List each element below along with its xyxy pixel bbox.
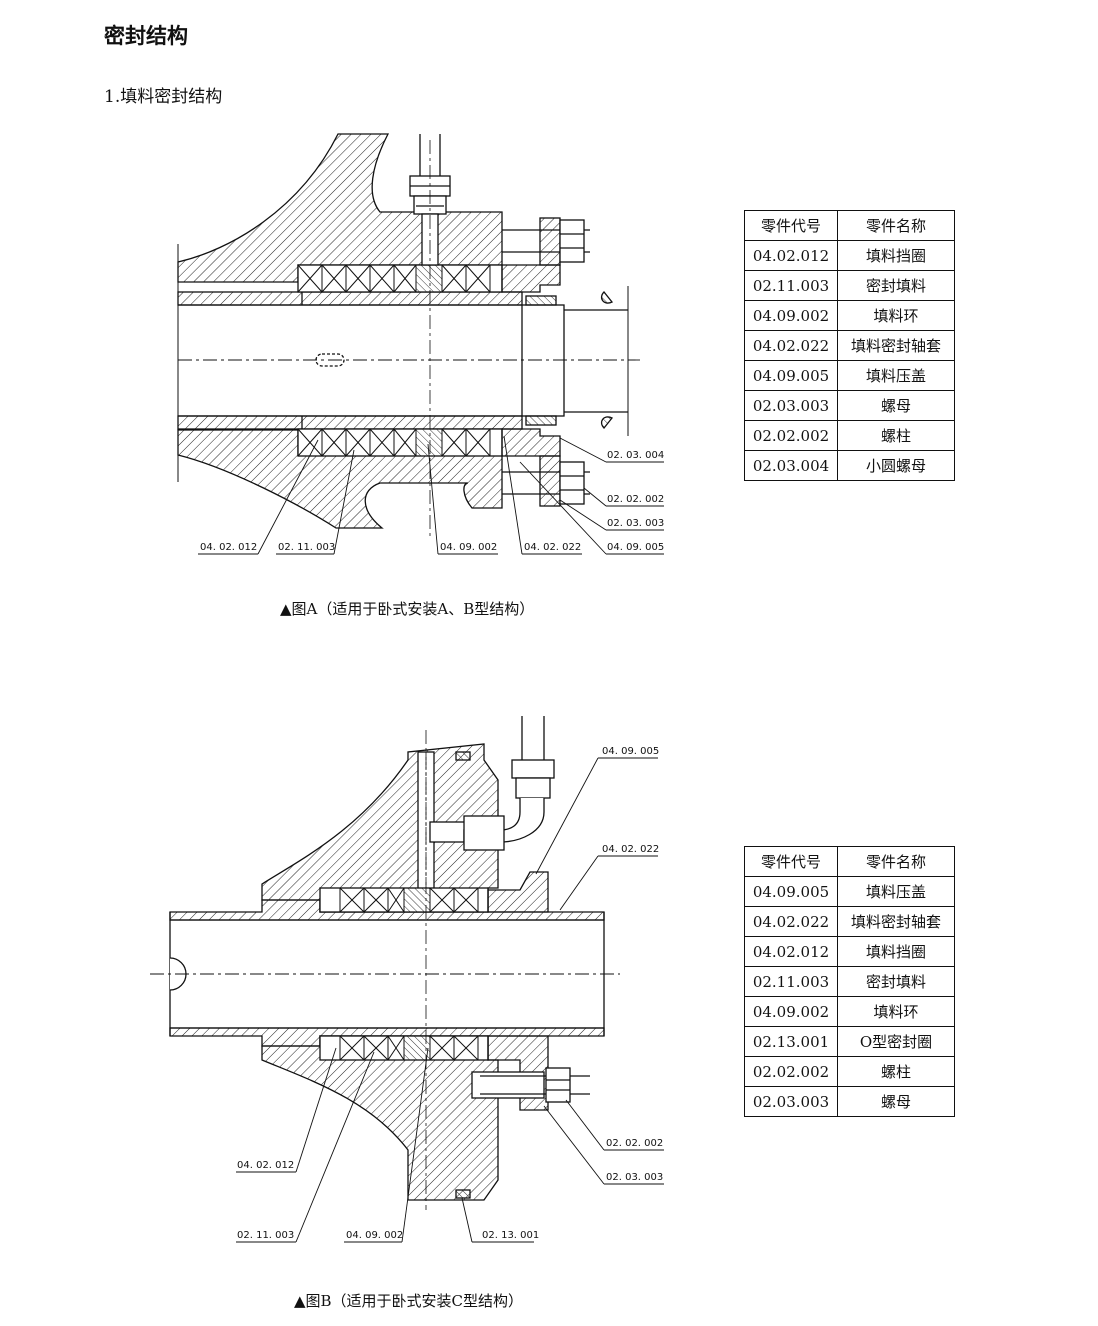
fig-a-label-020202: 02. 02. 002	[607, 494, 664, 505]
table-header-name: 零件名称	[837, 846, 955, 877]
fig-b-label-040212: 04. 02. 012	[237, 1160, 294, 1171]
fig-a-label-040905: 04. 09. 005	[607, 542, 664, 553]
fig-a-label-020303: 02. 03. 003	[607, 518, 664, 529]
part-name: 螺柱	[837, 420, 955, 451]
fig-a-label-040902: 04. 09. 002	[440, 542, 497, 553]
fig-a-label-040212: 04. 02. 012	[200, 542, 257, 553]
fig-a-label-021103: 02. 11. 003	[278, 542, 335, 553]
part-code: 04.09.005	[744, 360, 838, 391]
part-code: 04.02.022	[744, 330, 838, 361]
fig-b-label-020303: 02. 03. 003	[606, 1172, 663, 1183]
fig-b-label-020202: 02. 02. 002	[606, 1138, 663, 1149]
part-name: 填料挡圈	[837, 936, 955, 967]
part-name: 填料压盖	[837, 360, 955, 391]
part-name: 螺母	[837, 390, 955, 421]
part-name: 填料环	[837, 300, 955, 331]
figure-a-caption: ▲图A（适用于卧式安装A、B型结构）	[280, 600, 535, 618]
part-code: 02.11.003	[744, 270, 838, 301]
part-name: 密封填料	[837, 966, 955, 997]
part-code: 04.02.012	[744, 936, 838, 967]
figure-b-drawing	[150, 716, 664, 1243]
table-header-code: 零件代号	[744, 210, 838, 241]
part-code: 02.11.003	[744, 966, 838, 997]
part-code: 04.02.012	[744, 240, 838, 271]
part-name: 螺柱	[837, 1056, 955, 1087]
table-header-code: 零件代号	[744, 846, 838, 877]
part-name: 小圆螺母	[837, 450, 955, 481]
fig-b-label-040222: 04. 02. 022	[602, 844, 659, 855]
part-code: 02.13.001	[744, 1026, 838, 1057]
part-name: O型密封圈	[837, 1026, 955, 1057]
fig-b-label-021103: 02. 11. 003	[237, 1230, 294, 1241]
part-name: 填料环	[837, 996, 955, 1027]
part-code: 02.02.002	[744, 420, 838, 451]
table-header-row: 零件代号 零件名称	[744, 210, 955, 241]
page-title: 密封结构	[104, 24, 188, 48]
part-name: 填料压盖	[837, 876, 955, 907]
section-title: 1.填料密封结构	[104, 87, 223, 107]
part-code: 02.02.002	[744, 1056, 838, 1087]
part-code: 04.09.002	[744, 996, 838, 1027]
part-name: 填料挡圈	[837, 240, 955, 271]
table-header-name: 零件名称	[837, 210, 955, 241]
fig-a-label-020304: 02. 03. 004	[607, 450, 664, 461]
fig-b-label-021301: 02. 13. 001	[482, 1230, 539, 1241]
fig-b-label-040902: 04. 09. 002	[346, 1230, 403, 1241]
part-code: 02.03.003	[744, 1086, 838, 1117]
part-name: 填料密封轴套	[837, 330, 955, 361]
part-code: 02.03.003	[744, 390, 838, 421]
figure-b-caption: ▲图B（适用于卧式安装C型结构）	[294, 1292, 524, 1310]
part-code: 04.09.005	[744, 876, 838, 907]
fig-a-label-040222: 04. 02. 022	[524, 542, 581, 553]
part-code: 02.03.004	[744, 450, 838, 481]
part-name: 填料密封轴套	[837, 906, 955, 937]
fig-b-label-040905: 04. 09. 005	[602, 746, 659, 757]
table-header-row: 零件代号 零件名称	[744, 846, 955, 877]
part-code: 04.02.022	[744, 906, 838, 937]
part-name: 螺母	[837, 1086, 955, 1117]
figure-a-drawing	[177, 133, 664, 555]
part-code: 04.09.002	[744, 300, 838, 331]
part-name: 密封填料	[837, 270, 955, 301]
